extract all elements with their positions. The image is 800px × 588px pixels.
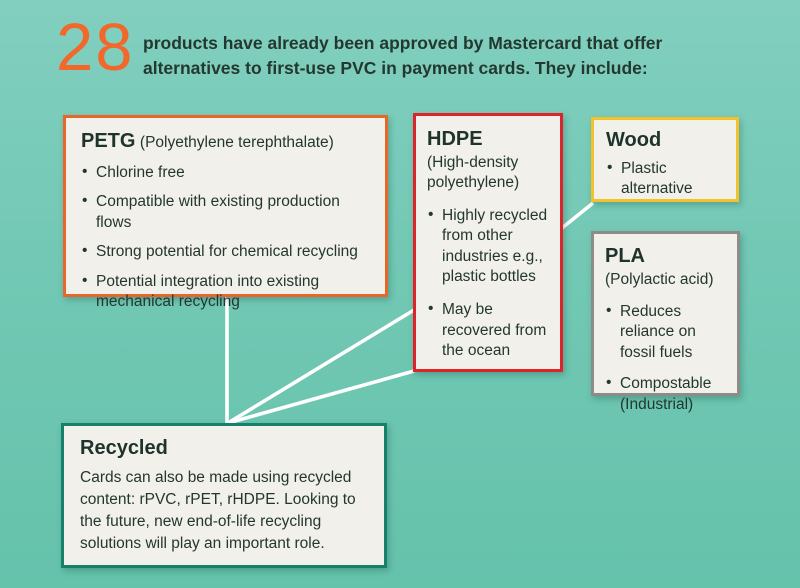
approved-count: 28	[56, 10, 135, 85]
header-line-2: alternatives to first-use PVC in payment…	[143, 57, 648, 78]
hdpe-bullet: May be recovered from the ocean	[427, 299, 549, 361]
wood-bullet-list: Plastic alternative	[606, 158, 724, 200]
material-box-recycled: Recycled Cards can also be made using re…	[61, 423, 387, 568]
petg-title: PETG	[81, 130, 136, 152]
material-box-pla: PLA (Polylactic acid) Reduces reliance o…	[591, 231, 740, 413]
recycled-title: Recycled	[80, 437, 168, 459]
petg-subtitle: (Polyethylene terephthalate)	[139, 134, 334, 151]
header-text: products have already been approved by M…	[143, 31, 662, 81]
pla-bullet-list: Reduces reliance on fossil fuels Compost…	[605, 301, 726, 415]
connector-hdpe-to-wood	[560, 201, 595, 230]
material-box-petg: PETG (Polyethylene terephthalate) Chlori…	[63, 115, 388, 310]
recycled-body: Cards can also be made using recycled co…	[80, 469, 356, 552]
wood-title: Wood	[606, 129, 662, 151]
connector-recycled-to-hdpe-upper	[227, 308, 415, 425]
header-line-1: products have already been approved by M…	[143, 33, 663, 53]
hdpe-title: HDPE	[427, 128, 483, 150]
petg-bullet-list: Chlorine free Compatible with existing p…	[81, 162, 370, 313]
petg-title-row: PETG (Polyethylene terephthalate)	[81, 130, 370, 153]
pla-bullet: Compostable (Industrial)	[605, 373, 726, 415]
petg-bullet: Compatible with existing production flow…	[81, 191, 370, 233]
wood-bullet: Plastic alternative	[606, 158, 724, 200]
material-box-wood: Wood Plastic alternative	[591, 117, 739, 202]
petg-bullet: Potential integration into existing mech…	[81, 271, 370, 313]
petg-bullet: Strong potential for chemical recycling	[81, 241, 370, 262]
pla-subtitle: (Polylactic acid)	[605, 271, 714, 288]
petg-subtitle-full: Polyethylene terephthalate	[145, 134, 329, 151]
petg-bullet: Chlorine free	[81, 162, 370, 183]
hdpe-subtitle: (High-density polyethylene)	[427, 154, 520, 191]
hdpe-bullet: Highly recycled from other industries e.…	[427, 205, 549, 288]
pla-bullet: Reduces reliance on fossil fuels	[605, 301, 726, 363]
pla-title: PLA	[605, 245, 645, 267]
connector-recycled-to-hdpe-lower	[227, 369, 415, 425]
hdpe-bullet-list: Highly recycled from other industries e.…	[427, 205, 549, 362]
material-box-hdpe: HDPE (High-density polyethylene) Highly …	[413, 113, 563, 372]
